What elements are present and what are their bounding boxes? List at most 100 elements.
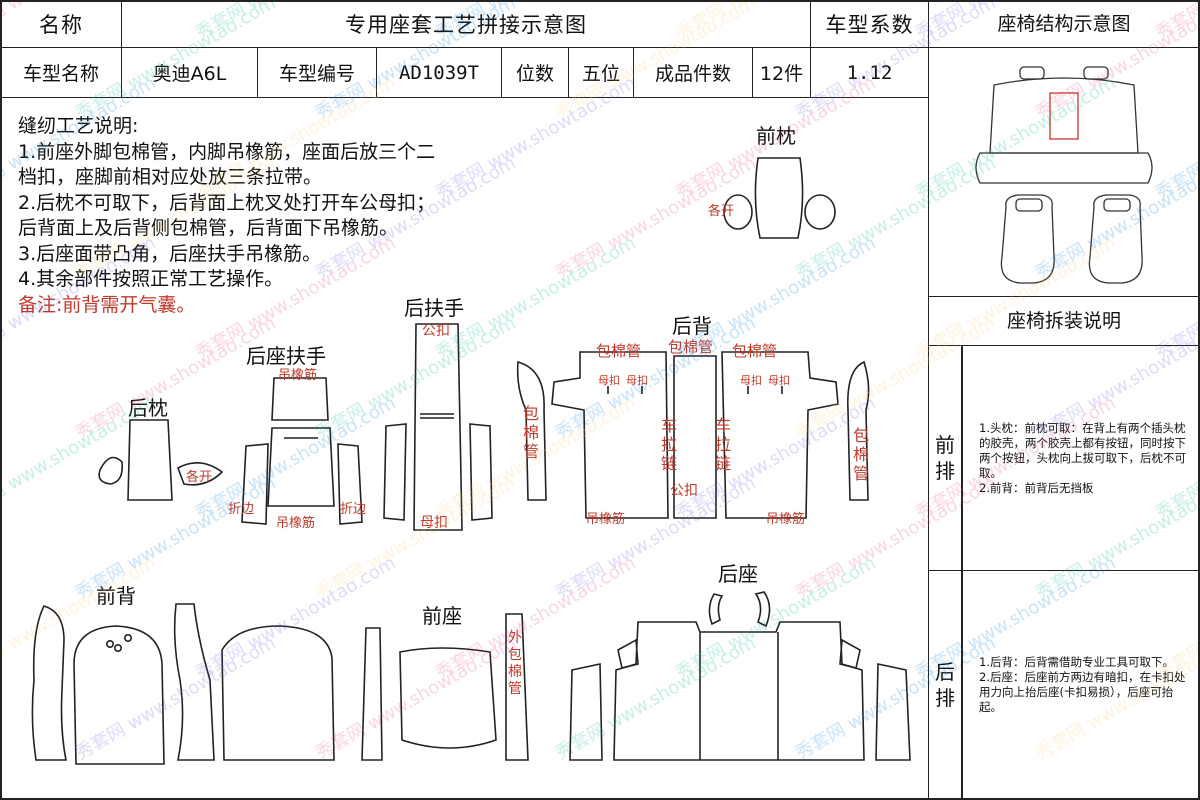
annotation-piping-rear-back-right: 包棉管: [732, 342, 778, 360]
pattern-diagram: [31, 157, 911, 765]
instruction-note: 备注:前背需开气囊。: [18, 293, 196, 316]
label-front-back: 前背: [96, 584, 136, 608]
rear-armrest-seat-right: [337, 443, 363, 525]
rear-back-center: [673, 355, 717, 519]
annotation-fold-edge-right: 折边: [340, 502, 367, 517]
rear-headrest-side-right: [177, 462, 224, 486]
label-rear-armrest: 后扶手: [404, 296, 464, 320]
right-panel: 座椅结构示意图 座椅拆装说明 前排 1.头枕：前枕可取：在背上有两个插头枕的胶壳…: [928, 0, 1200, 800]
label-rear-headrest: 后枕: [128, 396, 168, 420]
annotation-zipper-right: 车拉链: [714, 416, 731, 473]
structure-title-cell: 座椅结构示意图: [928, 0, 1200, 48]
rear-back-left-panel: [551, 351, 669, 519]
rear-headrest-piece: [127, 419, 173, 501]
front-row-text: 1.头枕：前枕可取：在背上有两个插头枕的胶壳，两个胶壳上都有按钮，同时按下两个按…: [979, 420, 1186, 495]
instruction-line-5: 3.后座面带凸角，后座扶手吊橡筋。: [18, 242, 322, 265]
label-front-headrest: 前枕: [756, 124, 796, 148]
rear-seat-side-right: [875, 663, 911, 761]
model-code-label-cell: 车型编号: [257, 47, 377, 98]
structure-title: 座椅结构示意图: [997, 13, 1131, 35]
annotation-opening-rear-headrest: 各开: [186, 470, 213, 485]
instruction-line-6: 4.其余部件按照正常工艺操作。: [18, 268, 284, 290]
rear-row-text-cell: 1.后背：后背需借助专业工具可取下。 2.后座：后座前方两边有暗扣，在卡扣处用力…: [962, 570, 1200, 800]
coef-label: 车型系数: [825, 13, 914, 37]
front-seat-right: [1088, 194, 1143, 284]
rear-seat-ear-left: [708, 593, 724, 626]
seat-structure-diagram: [975, 66, 1153, 284]
coef-label-cell: 车型系数: [810, 0, 929, 48]
rear-bench-back: [989, 77, 1139, 154]
rear-row-text: 1.后背：后背需借助专业工具可取下。 2.后座：后座前方两边有暗扣，在卡扣处用力…: [979, 655, 1186, 714]
title-cell: 专用座套工艺拼接示意图: [121, 0, 811, 48]
seats-value: 五位: [581, 63, 620, 85]
annotation-elastic-armrest-seat-bottom: 吊橡筋: [276, 516, 316, 531]
rear-headrest-side-left: [98, 456, 124, 485]
rear-armrest-seat-top: [271, 377, 329, 421]
disassembly-title: 座椅拆装说明: [1006, 310, 1121, 332]
annotation-elastic-armrest-seat-top: 吊橡筋: [278, 368, 318, 383]
front-seat-panel: [399, 647, 497, 749]
rear-armrest-left: [383, 423, 407, 521]
rear-seat-panel: [613, 621, 865, 761]
front-headrest-side-left: [723, 194, 753, 230]
front-seat-side-left: [361, 627, 383, 761]
annotation-piping-rear-back-left: 包棉管: [596, 342, 642, 360]
annotation-female-snap-1: 母扣: [598, 374, 620, 387]
rear-seat-side-left: [569, 663, 603, 761]
annotation-elastic-rear-back-right: 吊橡筋: [766, 512, 806, 527]
instruction-line-3: 2.后枕不可取下，后背面上枕叉处打开车公母扣；: [18, 191, 436, 214]
annotation-piping-rear-back-side-left: 包棉管: [522, 404, 539, 461]
annotation-fold-edge-left: 折边: [228, 502, 255, 517]
pieces-label: 成品件数: [654, 63, 731, 85]
rear-armrest-center: [413, 323, 463, 531]
rear-armrest-right: [469, 423, 493, 521]
annotation-male-snap-armrest: 公扣: [422, 323, 450, 339]
rear-bench-seat: [975, 152, 1153, 184]
rear-row-label: 后排: [935, 660, 955, 710]
rear-row-label-cell: 后排: [928, 570, 962, 800]
front-back-side-right: [173, 603, 215, 761]
rear-back-side-right: [847, 360, 870, 501]
page-title: 专用座套工艺拼接示意图: [345, 13, 587, 37]
model-code-label: 车型编号: [278, 63, 355, 85]
model-name-cell: 奥迪A6L: [121, 47, 258, 98]
label-rear-back: 后背: [672, 314, 712, 338]
pieces-cell: 12件: [752, 47, 811, 98]
model-name-label-cell: 车型名称: [0, 47, 122, 98]
annotation-female-snap-3: 母扣: [740, 374, 762, 387]
sewing-instructions: 缝纫工艺说明: 1.前座外脚包棉管，内脚吊橡筋，座面后放三个二 档扣，座脚前相对…: [18, 114, 618, 318]
pieces-value: 12件: [759, 63, 804, 85]
annotation-piping-rear-back-side-right: 包棉管: [852, 426, 869, 483]
front-row-label-cell: 前排: [928, 345, 962, 571]
annotation-female-snap-4: 母扣: [768, 374, 790, 387]
model-code: AD1039T: [398, 61, 480, 84]
instruction-line-4: 后背面上及后背侧包棉管，后背面下吊橡筋。: [18, 217, 399, 239]
label-front-seat: 前座: [422, 604, 462, 628]
model-name-label: 车型名称: [22, 63, 99, 85]
seats-label-cell: 位数: [501, 47, 569, 98]
annotation-female-snap-armrest: 母扣: [420, 515, 448, 531]
name-label-cell: 名称: [0, 0, 122, 48]
model-code-cell: AD1039T: [376, 47, 502, 98]
front-headrest-side-right: [804, 194, 836, 230]
model-name: 奥迪A6L: [152, 63, 227, 85]
rear-seat-flap-left: [617, 638, 639, 669]
label-rear-armrest-seat: 后座扶手: [246, 344, 326, 368]
seats-label: 位数: [515, 63, 554, 85]
pieces-label-cell: 成品件数: [633, 47, 753, 98]
coef-cell: 1.12: [810, 47, 929, 98]
front-row-text-cell: 1.头枕：前枕可取：在背上有两个插头枕的胶壳，两个胶壳上都有按钮，同时按下两个按…: [962, 345, 1200, 571]
name-label: 名称: [39, 13, 83, 37]
front-back-panel: [73, 625, 165, 765]
annotation-female-snap-2: 母扣: [626, 374, 648, 387]
front-back-rear-panel: [221, 625, 335, 761]
rear-armrest-seat-mid: [267, 427, 335, 507]
front-row-label: 前排: [935, 433, 955, 483]
annotation-zipper-left: 车拉链: [660, 416, 677, 473]
coef-value: 1.12: [846, 61, 893, 84]
front-headrest-piece: [754, 157, 804, 239]
disassembly-title-cell: 座椅拆装说明: [928, 296, 1200, 346]
rear-back-side-left: [516, 360, 547, 501]
rear-back-right-panel: [721, 351, 839, 519]
annotation-piping-rear-back-center: 包棉管: [668, 338, 714, 356]
